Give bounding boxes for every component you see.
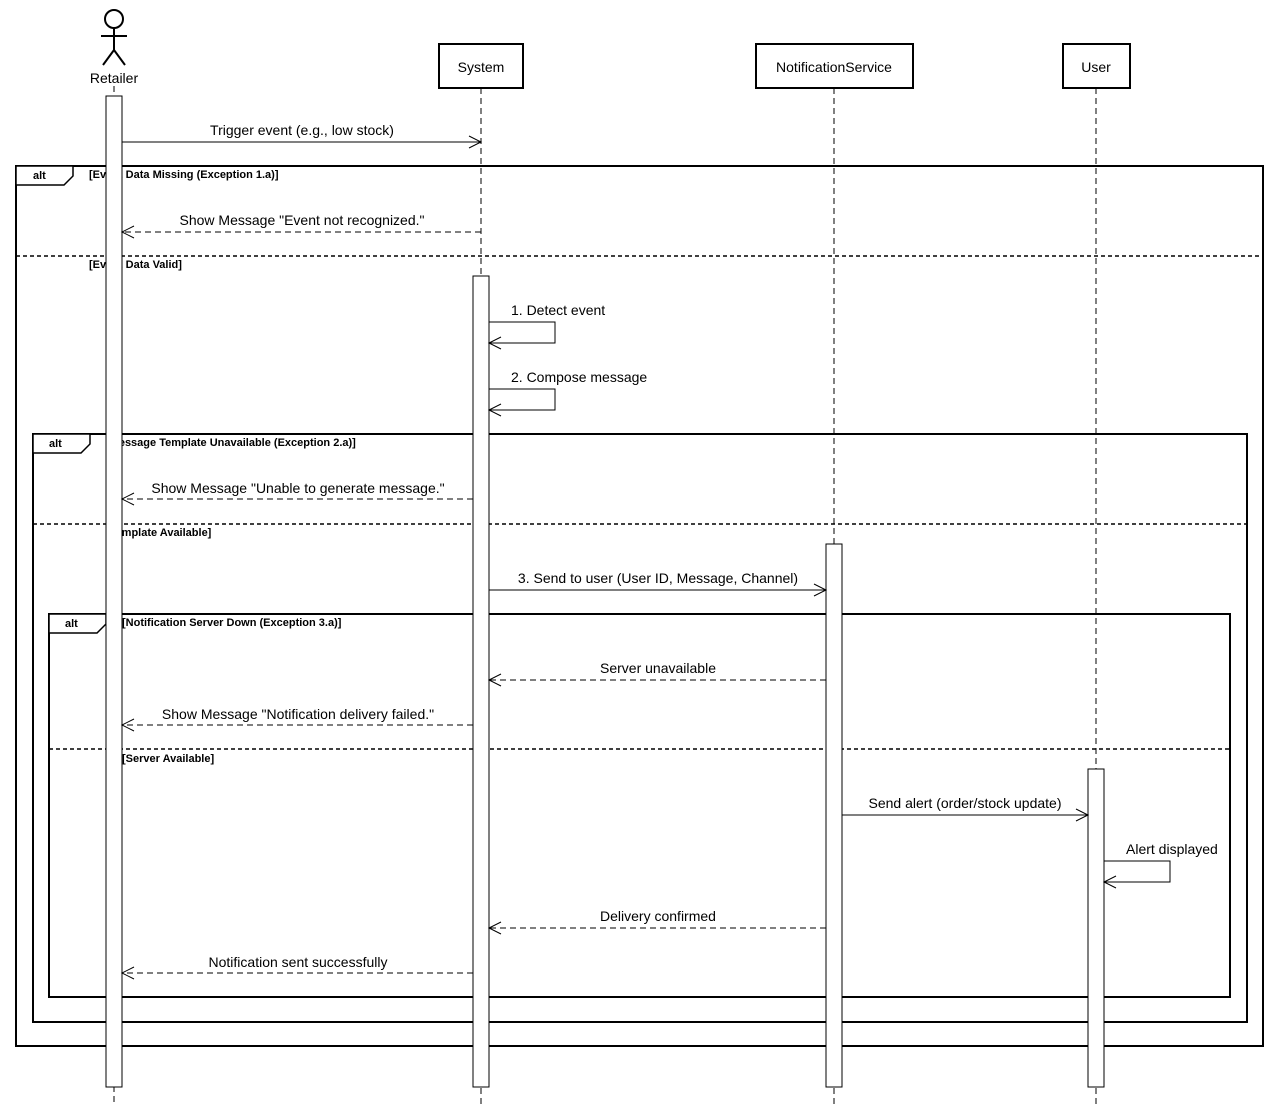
participant-label: Retailer xyxy=(90,70,139,86)
svg-text:1. Detect event: 1. Detect event xyxy=(511,302,605,318)
svg-text:Show Message "Event not recogn: Show Message "Event not recognized." xyxy=(180,212,425,228)
svg-text:Send alert (order/stock update: Send alert (order/stock update) xyxy=(869,795,1062,811)
alt-frame-middle: alt [Message Template Unavailable (Excep… xyxy=(32,433,1248,1023)
svg-text:2. Compose message: 2. Compose message xyxy=(511,369,647,385)
svg-text:3. Send to user (User ID, Mess: 3. Send to user (User ID, Message, Chann… xyxy=(518,570,798,586)
guard-label: [Event Data Missing (Exception 1.a)] xyxy=(89,169,279,181)
participant-label: NotificationService xyxy=(776,59,892,75)
message-notification-sent[interactable]: Notification sent successfully xyxy=(120,954,473,980)
participant-label: User xyxy=(1081,59,1111,75)
actor-icon xyxy=(101,9,127,66)
activation-retailer xyxy=(105,95,123,1088)
guard-label: [Template Available] xyxy=(106,527,212,539)
participant-retailer[interactable]: Retailer xyxy=(90,9,139,86)
message-compose-message[interactable]: 2. Compose message xyxy=(487,369,647,417)
alt-tag: alt xyxy=(65,618,78,630)
participant-system[interactable]: System xyxy=(438,43,524,89)
message-send-to-user[interactable]: 3. Send to user (User ID, Message, Chann… xyxy=(489,570,828,597)
activation-notification xyxy=(825,543,843,1088)
message-delivery-confirmed[interactable]: Delivery confirmed xyxy=(487,908,826,935)
svg-text:Trigger event (e.g., low stock: Trigger event (e.g., low stock) xyxy=(210,122,394,138)
participant-notification-service[interactable]: NotificationService xyxy=(755,43,914,89)
message-alert-displayed[interactable]: Alert displayed xyxy=(1102,841,1218,889)
alt-tag: alt xyxy=(49,438,62,450)
message-delivery-failed[interactable]: Show Message "Notification delivery fail… xyxy=(120,706,473,732)
svg-text:Notification sent successfully: Notification sent successfully xyxy=(209,954,388,970)
message-trigger-event[interactable]: Trigger event (e.g., low stock) xyxy=(122,122,483,149)
alt-frame-outer: alt [Event Data Missing (Exception 1.a)]… xyxy=(15,165,1264,1047)
activation-user xyxy=(1087,768,1105,1088)
svg-text:Server unavailable: Server unavailable xyxy=(600,660,716,676)
message-event-not-recognized[interactable]: Show Message "Event not recognized." xyxy=(120,212,481,239)
alt-tag: alt xyxy=(33,170,46,182)
alt-tab xyxy=(32,433,91,454)
message-detect-event[interactable]: 1. Detect event xyxy=(487,302,605,350)
participant-label: System xyxy=(458,59,505,75)
svg-text:Show Message "Unable to genera: Show Message "Unable to generate message… xyxy=(151,480,444,496)
message-server-unavailable[interactable]: Server unavailable xyxy=(487,660,826,687)
message-send-alert[interactable]: Send alert (order/stock update) xyxy=(842,795,1090,822)
svg-text:Show Message "Notification del: Show Message "Notification delivery fail… xyxy=(162,706,434,722)
svg-text:Alert displayed: Alert displayed xyxy=(1126,841,1218,857)
guard-label: [Notification Server Down (Exception 3.a… xyxy=(122,617,342,629)
guard-label: [Message Template Unavailable (Exception… xyxy=(106,437,356,449)
alt-tab xyxy=(15,165,74,186)
alt-frame-inner: alt [Notification Server Down (Exception… xyxy=(48,613,1231,998)
message-unable-to-generate[interactable]: Show Message "Unable to generate message… xyxy=(120,480,473,506)
alt-tab xyxy=(48,613,107,634)
participant-user[interactable]: User xyxy=(1062,43,1131,89)
activation-system xyxy=(472,275,490,1088)
svg-text:Delivery confirmed: Delivery confirmed xyxy=(600,908,716,924)
guard-label: [Server Available] xyxy=(122,753,214,765)
guard-label: [Event Data Valid] xyxy=(89,259,182,271)
